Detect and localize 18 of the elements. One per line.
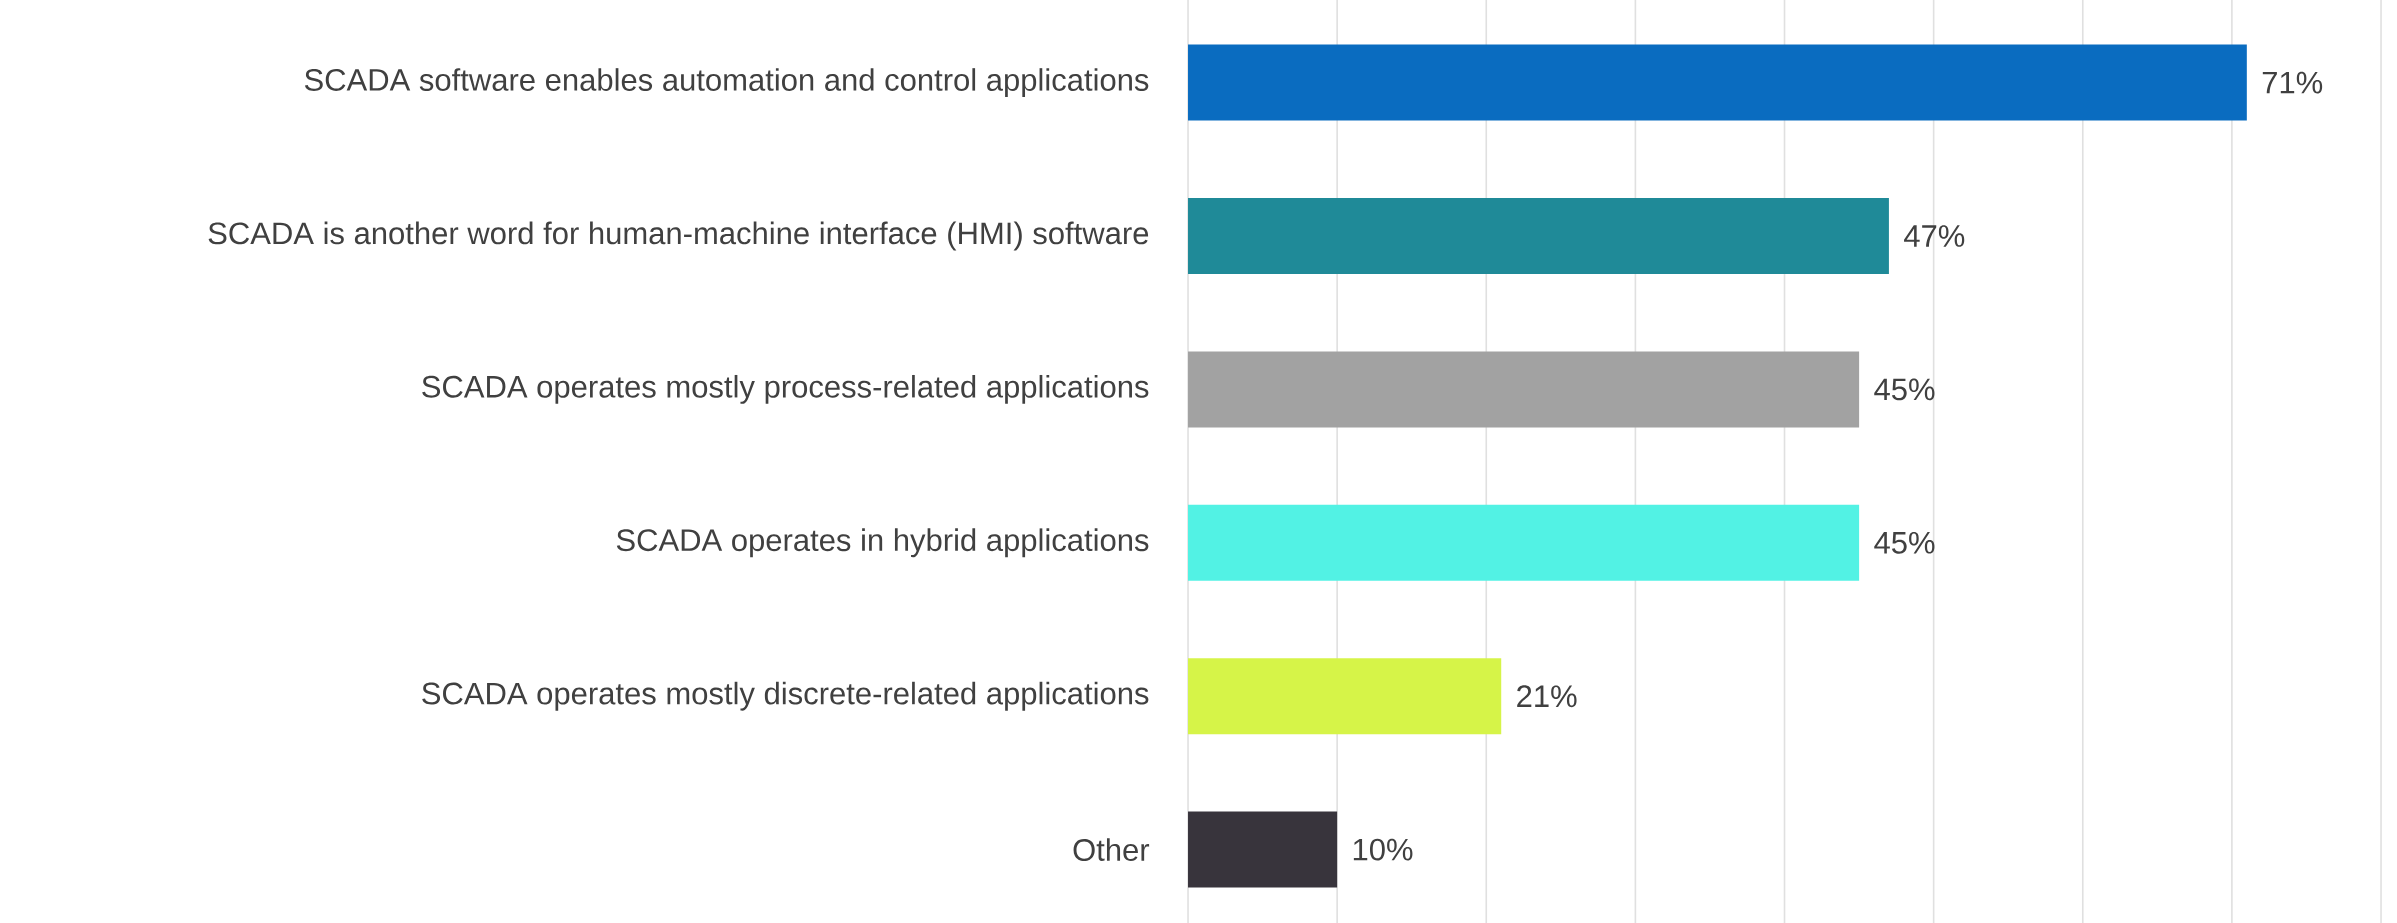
- label: %: [2296, 71, 2323, 94]
- category-label: SCADA operates in hybrid applications: [616, 528, 1149, 558]
- label: %: [1387, 838, 1413, 861]
- value-label: 45%: [1874, 378, 1935, 401]
- value-label: 71%: [2262, 71, 2323, 94]
- category-label: SCADA software enables automation and control applications: [304, 68, 1149, 98]
- value-label: 21%: [1517, 685, 1577, 708]
- value-label: 45%: [1874, 531, 1935, 554]
- label: %: [1551, 685, 1577, 708]
- category-label: SCADA is another word for human-machine interface (HMI) software: [208, 221, 1149, 251]
- value-label: 10%: [1353, 838, 1413, 861]
- category-label: SCADA operates mostly process-related applications: [422, 374, 1149, 404]
- label: %: [1938, 225, 1965, 247]
- label: %: [1909, 531, 1935, 554]
- label: %: [1909, 378, 1935, 401]
- category-label: Other: [1073, 838, 1150, 861]
- category-label: SCADA operates mostly discrete-related applications: [422, 681, 1149, 711]
- value-label: 47%: [1904, 225, 1965, 247]
